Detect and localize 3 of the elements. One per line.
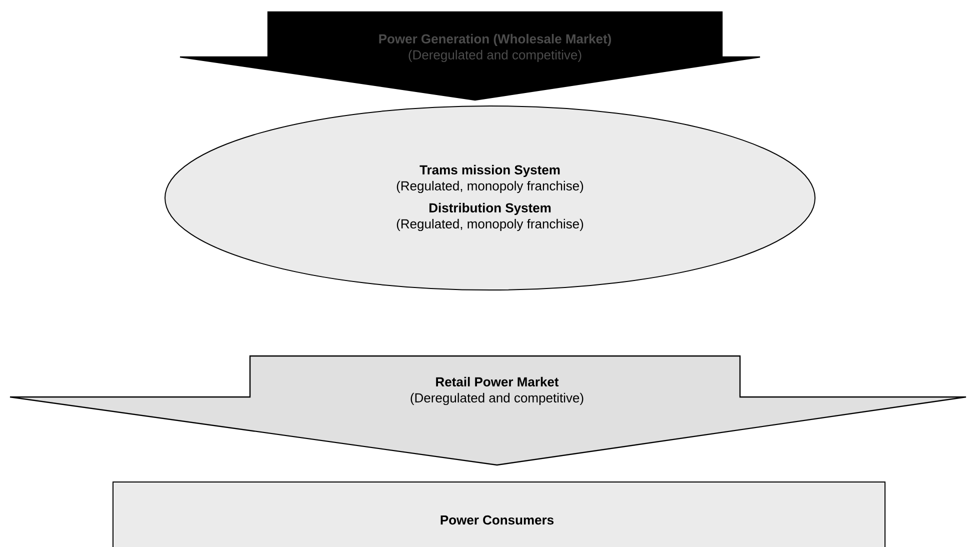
down-arrow-banner: Power Generation (Wholesale Market) (Deregulated and competitive) [179, 11, 761, 101]
down-arrow-banner: Retail Power Market (Deregulated and competitive) [9, 355, 967, 466]
consumer-box: Power Consumers [112, 482, 886, 547]
